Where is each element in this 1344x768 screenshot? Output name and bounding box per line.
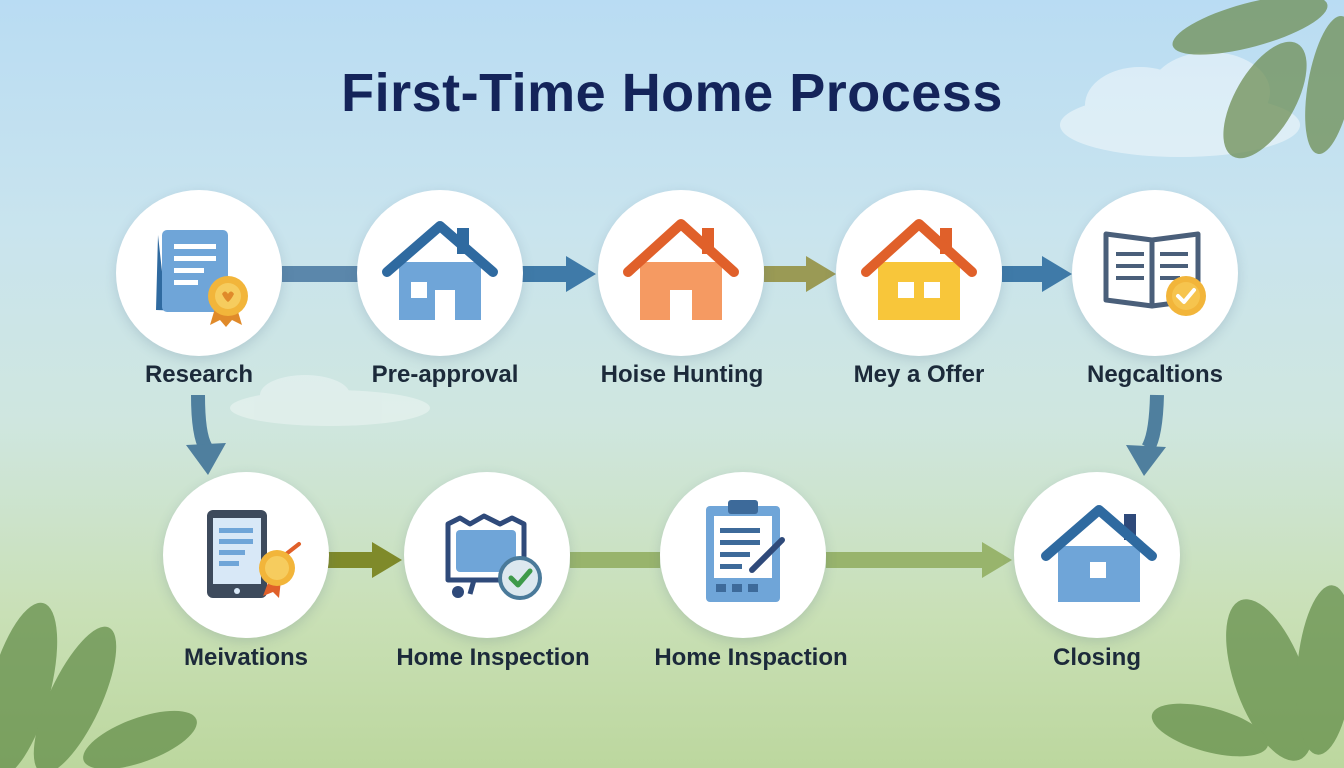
step-node-closing [1014,472,1180,638]
step-label-meivations: Meivations [183,644,309,671]
step-label-offer: Mey a Offer [853,361,985,388]
arrow-inspection-to-inspaction [570,552,660,568]
leaves-top-right [1172,0,1344,159]
step-node-research [116,190,282,356]
step-label-closing: Closing [1053,644,1141,671]
leaves-bottom-right [1151,585,1344,761]
step-node-home-inspaction [660,472,826,638]
step-node-home-inspection [404,472,570,638]
step-label-home-inspection: Home Inspection [396,644,590,671]
step-node-house-hunting [598,190,764,356]
clipboard-pen-icon [706,500,785,602]
open-book-check-icon [1103,231,1206,316]
arrow-preapproval-to-househunting [522,256,596,292]
step-node-meivations [163,472,329,638]
step-label-negotiations: Negcaltions [1086,361,1224,388]
arrow-research-down [186,394,226,475]
monitor-check-icon [445,513,542,600]
blue-house-icon [382,221,498,320]
arrow-househunting-to-offer [764,256,836,292]
step-label-home-inspaction: Home Inspaction [654,644,848,671]
cloud-left [230,375,430,426]
arrow-meivations-to-inspection [328,542,402,578]
arrow-offer-to-negotiations [1002,256,1072,292]
arrow-inspaction-to-closing [826,542,1012,578]
leaves-bottom-left [0,602,197,768]
document-award-icon [156,230,248,327]
step-label-research: Research [144,361,254,388]
step-node-negotiations [1072,190,1238,356]
step-label-house-hunting: Hoise Hunting [600,361,764,388]
step-node-offer [836,190,1002,356]
house-closing-icon [1041,505,1157,602]
arrow-negotiations-down [1126,394,1166,476]
step-label-preapproval: Pre-approval [371,361,519,388]
tablet-award-icon [207,510,301,598]
arrow-research-to-preapproval [282,266,358,282]
page-title: First-Time Home Process [341,63,1003,123]
step-node-preapproval [357,190,523,356]
orange-house-icon [623,219,739,320]
yellow-house-icon [861,219,977,320]
